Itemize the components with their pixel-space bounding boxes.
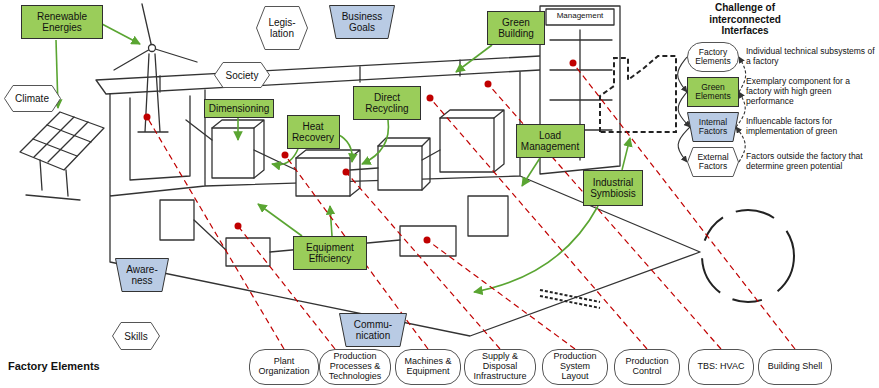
leader-dots — [144, 60, 577, 244]
node-text: Direct Recycling — [357, 92, 417, 114]
node-text: Green Building — [491, 17, 541, 39]
external-factor-hexagon: Legis- lation — [256, 6, 308, 50]
node-text: Equipment Efficiency — [297, 242, 363, 264]
shape-fill — [688, 113, 739, 142]
external-factor-hexagon: Society — [214, 62, 270, 88]
row-label: Factory Elements — [8, 360, 128, 373]
green-element-box: Green Building — [487, 11, 545, 45]
leader-lines — [147, 63, 795, 349]
shape-fill — [215, 63, 270, 88]
node-text: Commu- nication — [348, 319, 398, 341]
factory-element-oval: Production Processes & Technologies — [319, 349, 391, 385]
node-text: Internal Factors — [695, 118, 731, 137]
external-factor-hexagon: Skills — [112, 322, 160, 350]
green-element-box: Industrial Symbiosis — [583, 170, 643, 206]
factory-element-oval: TBS: HVAC — [688, 349, 754, 385]
shape-fill — [257, 7, 308, 50]
node-text: Machines & Equipment — [403, 357, 453, 377]
green-element-box: Equipment Efficiency — [293, 236, 367, 270]
internal-factor-trapezoid: Commu- nication — [339, 313, 407, 347]
shape-fill — [340, 314, 407, 347]
node-text: Building Shell — [768, 362, 823, 372]
legend-description: Individual technical subsystems of a fac… — [746, 47, 876, 67]
node-text: Supply & Disposal Infrastructure — [472, 352, 528, 382]
factory-element-oval: Production System Layout — [542, 349, 608, 385]
shape-fill — [116, 259, 169, 292]
green-element-box: Heat Recovery — [287, 115, 340, 149]
legend-description: Exemplary component for a factory with h… — [746, 77, 876, 106]
legend-description: Influencable factors for implementation … — [746, 117, 876, 137]
legend-title: Challenge of interconnected Interfaces — [693, 2, 797, 37]
interface-arrow — [678, 127, 690, 162]
green-element-box: Renewable Energies — [21, 5, 103, 39]
node-text: Skills — [124, 331, 147, 342]
node-text: Heat Recovery — [291, 121, 336, 143]
shape-fill — [688, 148, 739, 177]
node-text: Green Elements — [691, 83, 735, 102]
internal-factor-trapezoid: Aware- ness — [115, 258, 169, 292]
shape-fill — [4, 86, 60, 112]
legend-description: Factors outside the factory that determi… — [746, 152, 876, 172]
external-factor-hexagon: Climate — [4, 85, 61, 112]
node-text: Dimensioning — [209, 103, 270, 114]
factory-element-oval: Machines & Equipment — [395, 349, 461, 385]
factory-element-oval: Production Control — [614, 349, 680, 385]
factory-element-oval: Building Shell — [758, 349, 832, 385]
node-text: Production Processes & Technologies — [327, 352, 383, 382]
factory-element-oval: Factory Elements — [687, 42, 739, 72]
node-text: Society — [226, 70, 259, 81]
node-text: Business Goals — [338, 11, 386, 33]
node-text: Factory Elements — [693, 48, 733, 67]
sign-text: Management — [549, 11, 611, 20]
internal-factor-trapezoid: Business Goals — [329, 5, 395, 39]
green-element-box: Direct Recycling — [353, 86, 421, 120]
node-text: Production System Layout — [550, 352, 600, 382]
shape-fill — [113, 323, 160, 350]
node-text: Legis- lation — [267, 17, 297, 39]
node-text: Load Management — [520, 130, 581, 152]
green-element-box: Dimensioning — [204, 99, 274, 118]
node-text: Renewable Energies — [25, 11, 99, 33]
interface-arrow — [736, 127, 745, 162]
internal-factor-trapezoid: Internal Factors — [687, 112, 739, 142]
node-text: Plant Organization — [257, 357, 311, 377]
factory-element-oval: Supply & Disposal Infrastructure — [464, 349, 536, 385]
node-text: Aware- ness — [124, 264, 160, 286]
node-text: Climate — [15, 93, 49, 104]
external-factor-hexagon: External Factors — [687, 147, 739, 177]
factory-element-oval: Plant Organization — [249, 349, 319, 385]
node-text: External Factors — [695, 153, 731, 172]
factory-sketch — [20, 4, 700, 336]
node-text: Production Control — [622, 357, 672, 377]
green-arrows — [56, 24, 630, 292]
node-text: Industrial Symbiosis — [587, 177, 639, 199]
green-element-box: Load Management — [516, 124, 585, 158]
interface-arrow — [739, 57, 746, 92]
shape-fill — [330, 6, 395, 39]
green-element-box: Green Elements — [687, 77, 739, 107]
node-text: TBS: HVAC — [698, 362, 745, 372]
interface-arrow — [678, 57, 687, 92]
